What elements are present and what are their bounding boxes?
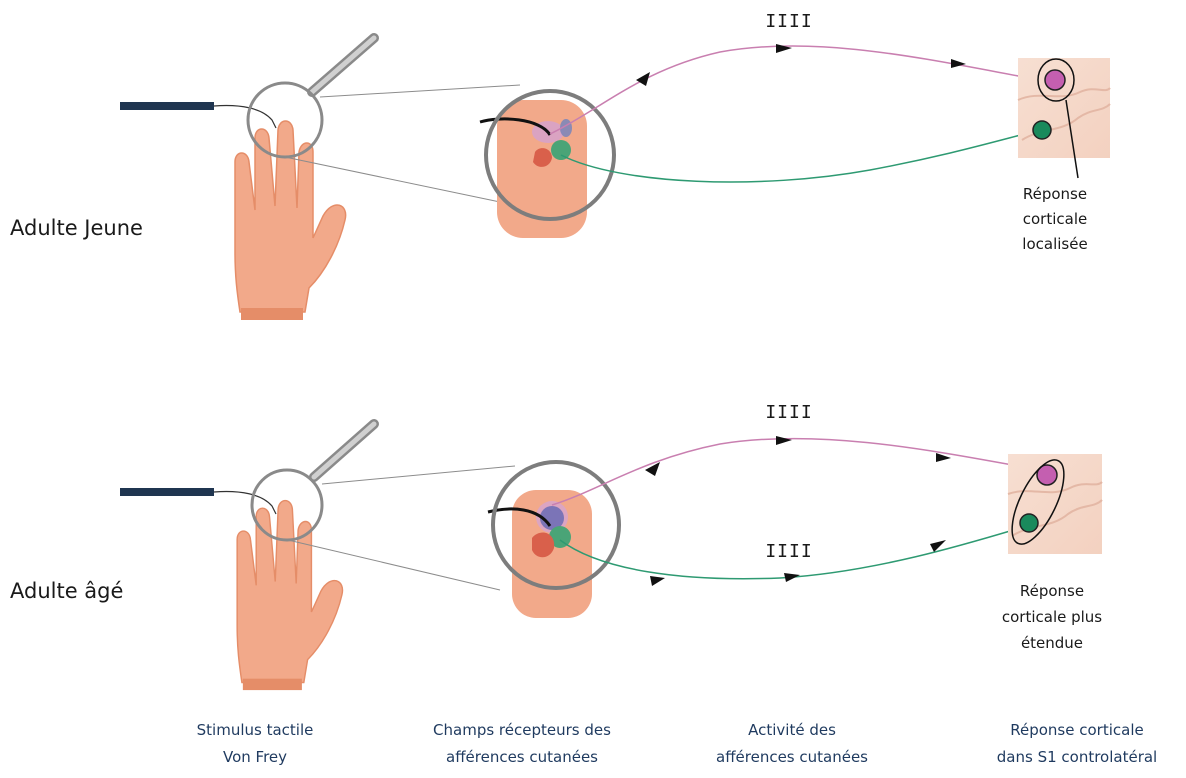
pink-afferent-path: [549, 45, 1041, 135]
arrow-marker: [636, 72, 650, 86]
arrow-marker: [650, 576, 665, 586]
row-old: Adulte âgé: [10, 402, 1103, 691]
green-afferent-path: [559, 521, 1041, 580]
zoom-line-top: [321, 465, 516, 485]
spike-train-label: IIII: [765, 541, 812, 562]
fingertip-zoom: [479, 89, 616, 238]
caption-receptive-fields: Champs récepteurs des: [433, 721, 611, 739]
von-frey-probe: [120, 488, 214, 496]
row-young: Adulte Jeune IIII: [10, 11, 1111, 321]
caption-cortical: dans S1 controlatéral: [997, 748, 1157, 766]
arrow-marker: [645, 462, 660, 476]
caption-receptive-fields: afférences cutanées: [446, 748, 598, 766]
arrow-marker: [784, 573, 800, 582]
arrow-marker: [951, 59, 966, 68]
probe-filament: [213, 104, 277, 129]
cortex-panel: [1007, 454, 1103, 554]
spike-train-label: IIII: [765, 402, 812, 423]
row-label-old: Adulte âgé: [10, 579, 123, 603]
arrow-marker: [930, 540, 946, 552]
response-line: corticale: [1023, 210, 1087, 228]
response-line: étendue: [1021, 634, 1083, 652]
pink-afferent-path: [551, 437, 1041, 506]
arrow-marker: [936, 453, 951, 462]
caption-cortical: Réponse corticale: [1010, 721, 1143, 739]
hand-icon: [236, 499, 344, 691]
von-frey-probe: [120, 102, 214, 110]
arrow-marker: [776, 436, 792, 445]
cortex-panel: [1017, 58, 1111, 179]
response-line: localisée: [1022, 235, 1087, 253]
spike-train-label: IIII: [765, 11, 812, 32]
zoom-line-bottom: [284, 156, 501, 203]
row-label-young: Adulte Jeune: [10, 216, 143, 240]
caption-stimulus: Stimulus tactile: [197, 721, 314, 739]
zoom-line-top: [319, 84, 521, 98]
column-captions: Stimulus tactile Von Frey Champs récepte…: [197, 721, 1158, 766]
magnifier-icon: [250, 419, 379, 542]
hand-icon: [234, 120, 347, 321]
response-line: Réponse: [1023, 185, 1087, 203]
arrow-marker: [776, 44, 792, 53]
green-afferent-path: [560, 129, 1041, 183]
caption-stimulus: Von Frey: [223, 748, 287, 766]
response-line: Réponse: [1020, 582, 1084, 600]
zoom-line-bottom: [287, 539, 501, 591]
caption-activity: Activité des: [748, 721, 836, 739]
response-line: corticale plus: [1002, 608, 1102, 626]
fingertip-zoom: [487, 460, 621, 618]
caption-activity: afférences cutanées: [716, 748, 868, 766]
